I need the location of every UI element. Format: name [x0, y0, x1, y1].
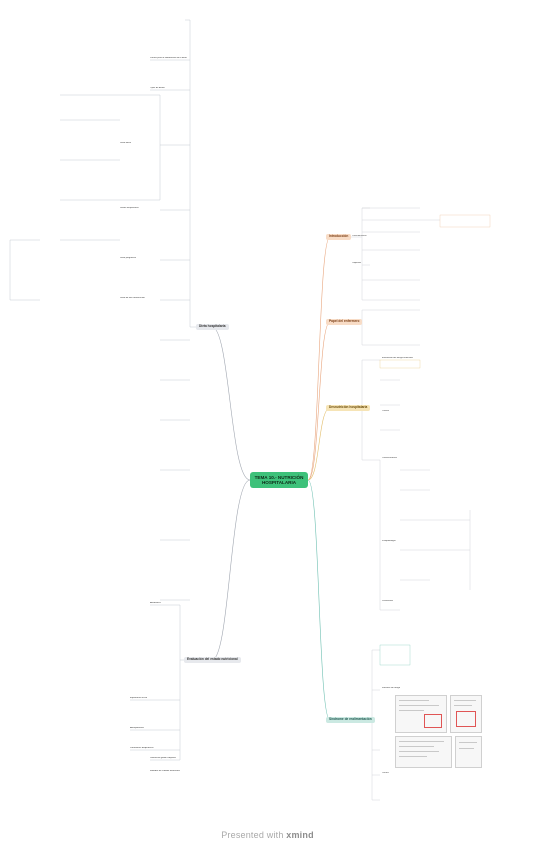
subtopic[interactable]: Métodos de cribado nutricional [150, 770, 180, 772]
topic-label: Síndrome de realimentación [329, 717, 372, 721]
connector [307, 407, 331, 481]
topic-desnutricion-hospitalaria[interactable]: Desnutrición hospitalaria [326, 405, 371, 411]
connector [211, 326, 251, 481]
subtopic[interactable]: Objetivos [352, 262, 362, 264]
subtopic[interactable]: Dieta basal [120, 142, 131, 144]
connector [307, 321, 331, 481]
central-topic[interactable]: TEMA 10.- NUTRICIÓN HOSPITALARIA [250, 472, 308, 488]
mind-map-canvas [9, 19, 491, 801]
subtopic[interactable]: Dieta progresiva [120, 257, 136, 259]
subtopic[interactable]: Tipos de dietas [150, 87, 165, 89]
subtopic[interactable]: Factores de riesgo [382, 687, 401, 689]
subtopic[interactable]: Consecuencias [382, 457, 397, 459]
topic-evaluacion-estado-nutricional[interactable]: Evaluación del estado nutricional [184, 657, 241, 663]
subtopic[interactable]: Antropometría [130, 727, 144, 729]
topic-label: Papel del enfermero [329, 319, 360, 323]
subtopic[interactable]: Pautas para la elaboración de la dieta [150, 57, 187, 59]
subtopic[interactable]: Anamnesis [150, 602, 161, 604]
embedded-image [395, 736, 452, 768]
subtopic[interactable]: Dietas terapéuticas [120, 207, 139, 209]
topic-label: Introducción [329, 234, 349, 238]
subtopic[interactable]: Fisiopatología [382, 540, 396, 542]
subtopic[interactable]: Clínica [382, 772, 389, 774]
subtopic[interactable]: Evaluación del riesgo nutricional [382, 357, 414, 359]
subtopic[interactable]: Características [352, 235, 367, 237]
subtopic[interactable]: Valoración global subjetiva [150, 757, 176, 759]
subtopic[interactable]: Parámetros bioquímicos [130, 747, 154, 749]
xmind-logo-text: xmind [286, 830, 314, 840]
embedded-image [455, 736, 482, 768]
embedded-image [395, 695, 447, 733]
topic-label: Evaluación del estado nutricional [187, 657, 238, 661]
subtopic[interactable]: Prevención [382, 600, 393, 602]
connector [307, 236, 331, 481]
embedded-image [450, 695, 482, 733]
subtopic[interactable]: Causas [382, 410, 390, 412]
connector [307, 479, 331, 721]
topic-papel-del-enfermero[interactable]: Papel del enfermero [326, 319, 363, 325]
presented-with-footer: Presented with xmind [0, 830, 535, 840]
topic-sindrome-realimentacion[interactable]: Síndrome de realimentación [326, 717, 375, 723]
topic-label: Desnutrición hospitalaria [329, 405, 368, 409]
subtopic[interactable]: Exploración física [130, 697, 148, 699]
topic-label: Dieta hospitalaria [199, 324, 226, 328]
topic-introduccion[interactable]: Introducción [326, 234, 352, 240]
footer-prefix: Presented with [221, 830, 284, 840]
topic-dieta-hospitalaria[interactable]: Dieta hospitalaria [196, 324, 229, 330]
subtopic[interactable]: Dieta de fácil masticación [120, 297, 145, 299]
central-topic-title: TEMA 10.- NUTRICIÓN HOSPITALARIA [254, 474, 304, 485]
connector [211, 479, 251, 661]
